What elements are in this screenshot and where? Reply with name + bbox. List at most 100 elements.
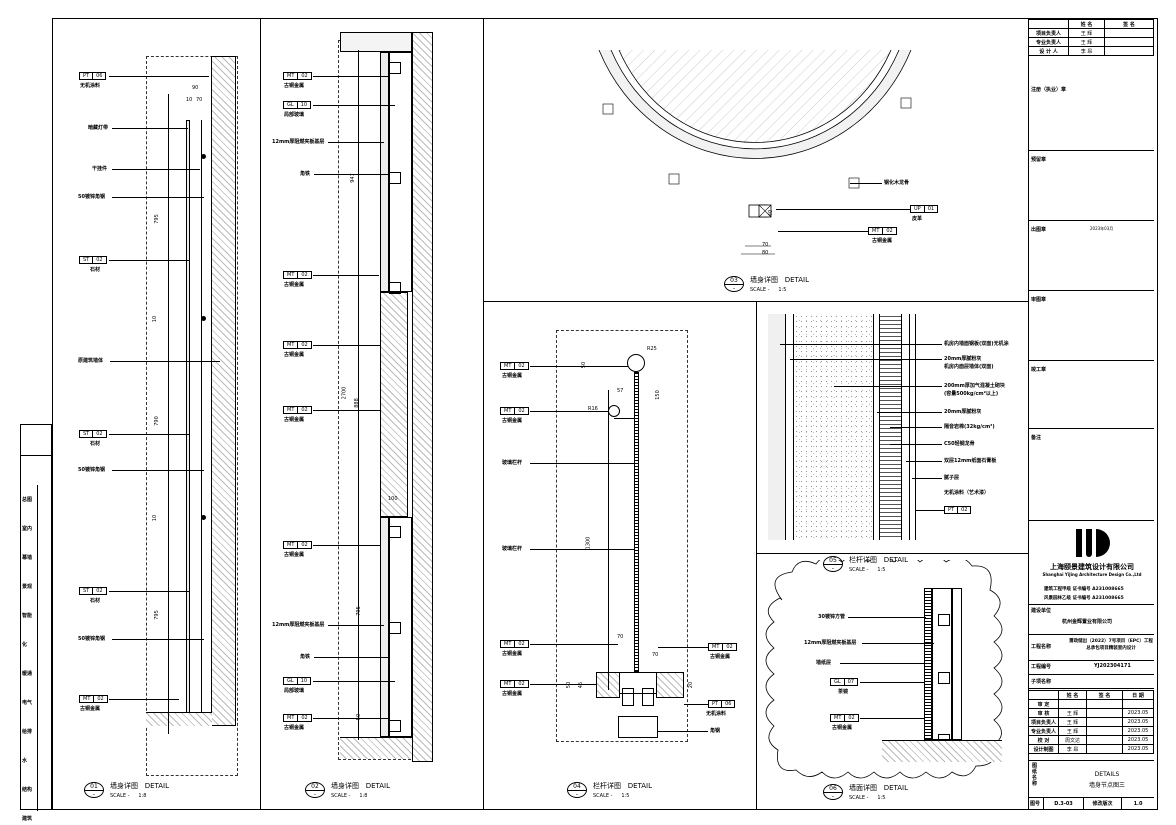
callout: (容量500kg/cm²以上)	[944, 391, 999, 397]
callout: 玻璃栏杆	[502, 546, 523, 552]
callout: 古铜金属	[502, 691, 523, 697]
callout: 200mm厚加气混凝土砌块	[944, 383, 1005, 389]
cosign-item: 建筑	[22, 816, 33, 822]
company-name-en: Shanghai YiJing Architecture Design Co.,…	[1042, 572, 1142, 577]
publish-code: 2023年03月	[1090, 226, 1114, 231]
divider	[756, 553, 1028, 554]
sheet-frame	[52, 18, 1158, 810]
dim: 2700	[341, 386, 348, 400]
callout: 古铜金属	[80, 706, 101, 712]
dim: 70	[617, 634, 624, 640]
dim: 50	[581, 361, 588, 369]
dim: 10	[152, 514, 159, 522]
callout: 角铁	[300, 171, 311, 177]
stamp-registered: 注册（执业）章	[1031, 87, 1067, 93]
callout: 古铜金属	[872, 238, 893, 244]
cosign-item: 智能化	[22, 613, 33, 648]
callout: 腻子层	[944, 475, 960, 481]
dim: 45	[578, 681, 585, 689]
callout: 暗藏灯带	[88, 125, 109, 131]
dim: 20	[688, 681, 695, 689]
cosign-labels: 总图 室内 幕墙 景观 智能化 暖通 电气 给排水 结构 建筑 会签	[22, 486, 32, 825]
dim: R25	[647, 346, 657, 352]
callout: 古铜金属	[502, 651, 523, 657]
callout: 12mm厚阻燃夹板基层	[272, 139, 325, 145]
divider	[483, 301, 1028, 302]
callout: 无机涂料	[706, 711, 727, 717]
dim: 10	[152, 315, 159, 323]
dim: 90	[192, 85, 199, 91]
cosign-item: 暖通	[22, 671, 33, 677]
callout: 古铜金属	[284, 83, 305, 89]
stamp-review: 预留章	[1031, 157, 1047, 163]
drawing-number-row: 图号 D.3-03 修改版次 1.0	[1028, 797, 1154, 810]
owner-label: 建设单位	[1031, 608, 1052, 614]
dim: 1300	[585, 536, 592, 550]
callout: 古铜金属	[284, 725, 305, 731]
dim: 795	[355, 606, 362, 616]
remarks-label: 备注	[1031, 435, 1042, 441]
callout: 古铜金属	[710, 654, 731, 660]
signature-table-top: 姓 名签 名 项目负责人王 辉 专业负责人王 辉 设 计 人李 昂	[1028, 19, 1154, 56]
callout: 钢化木龙骨	[884, 180, 910, 186]
callout: 机房内墙面钢板(双面)无机涂	[944, 341, 1009, 347]
callout: 古铜金属	[284, 282, 305, 288]
callout: 古铜金属	[502, 373, 523, 379]
callout: 50镀锌角钢	[78, 194, 105, 200]
callout: 玻璃栏杆	[502, 460, 523, 466]
divider	[1028, 18, 1029, 810]
callout: 茶镜	[838, 689, 849, 695]
callout: 古铜金属	[284, 417, 305, 423]
callout: 无机涂料（艺术漆）	[944, 490, 990, 496]
drawing-name: 墙身节点图三	[1088, 782, 1125, 789]
callout: 50镀锌角钢	[78, 636, 105, 642]
callout: 机房内面层墙体(双面)	[944, 364, 994, 370]
callout: 石材	[90, 267, 101, 273]
cosign-item: 室内	[22, 526, 33, 532]
callout: 古铜金属	[284, 352, 305, 358]
callout: 古铜金属	[284, 552, 305, 558]
subitem-label: 子项名称	[1031, 679, 1052, 685]
cosign-item: 结构	[22, 787, 33, 793]
dim: 888	[353, 398, 360, 408]
dim: 80	[762, 250, 769, 256]
stamp-audit: 审图章	[1031, 297, 1047, 303]
dim: 795	[153, 610, 160, 620]
callout: C50轻钢龙骨	[944, 441, 975, 447]
dim: 795	[153, 214, 160, 224]
callout: 墙纸层	[816, 660, 832, 666]
project-name: 萧政储出（2022）7号项目（EPC）工程总承包项目精装室内设计	[1069, 639, 1153, 651]
callout: 隔音岩棉(32kg/cm³)	[944, 424, 995, 430]
dim: R16	[588, 406, 598, 412]
dim: 150	[654, 390, 661, 400]
dim: 40	[768, 209, 775, 217]
certificate: 建筑工程甲级 证书编号 A231008665	[1044, 587, 1124, 592]
divider	[756, 301, 757, 810]
certificate: 风景园林乙级 证书编号 A231008665	[1044, 596, 1124, 601]
callout: 石材	[90, 598, 101, 604]
company-name: 上海颐景建筑设计有限公司	[1050, 563, 1134, 571]
company-logo	[1065, 526, 1121, 560]
callout: 12mm厚阻燃夹板基层	[804, 640, 857, 646]
callout: 原建筑墙体	[78, 358, 104, 364]
dim: 10	[186, 97, 193, 103]
